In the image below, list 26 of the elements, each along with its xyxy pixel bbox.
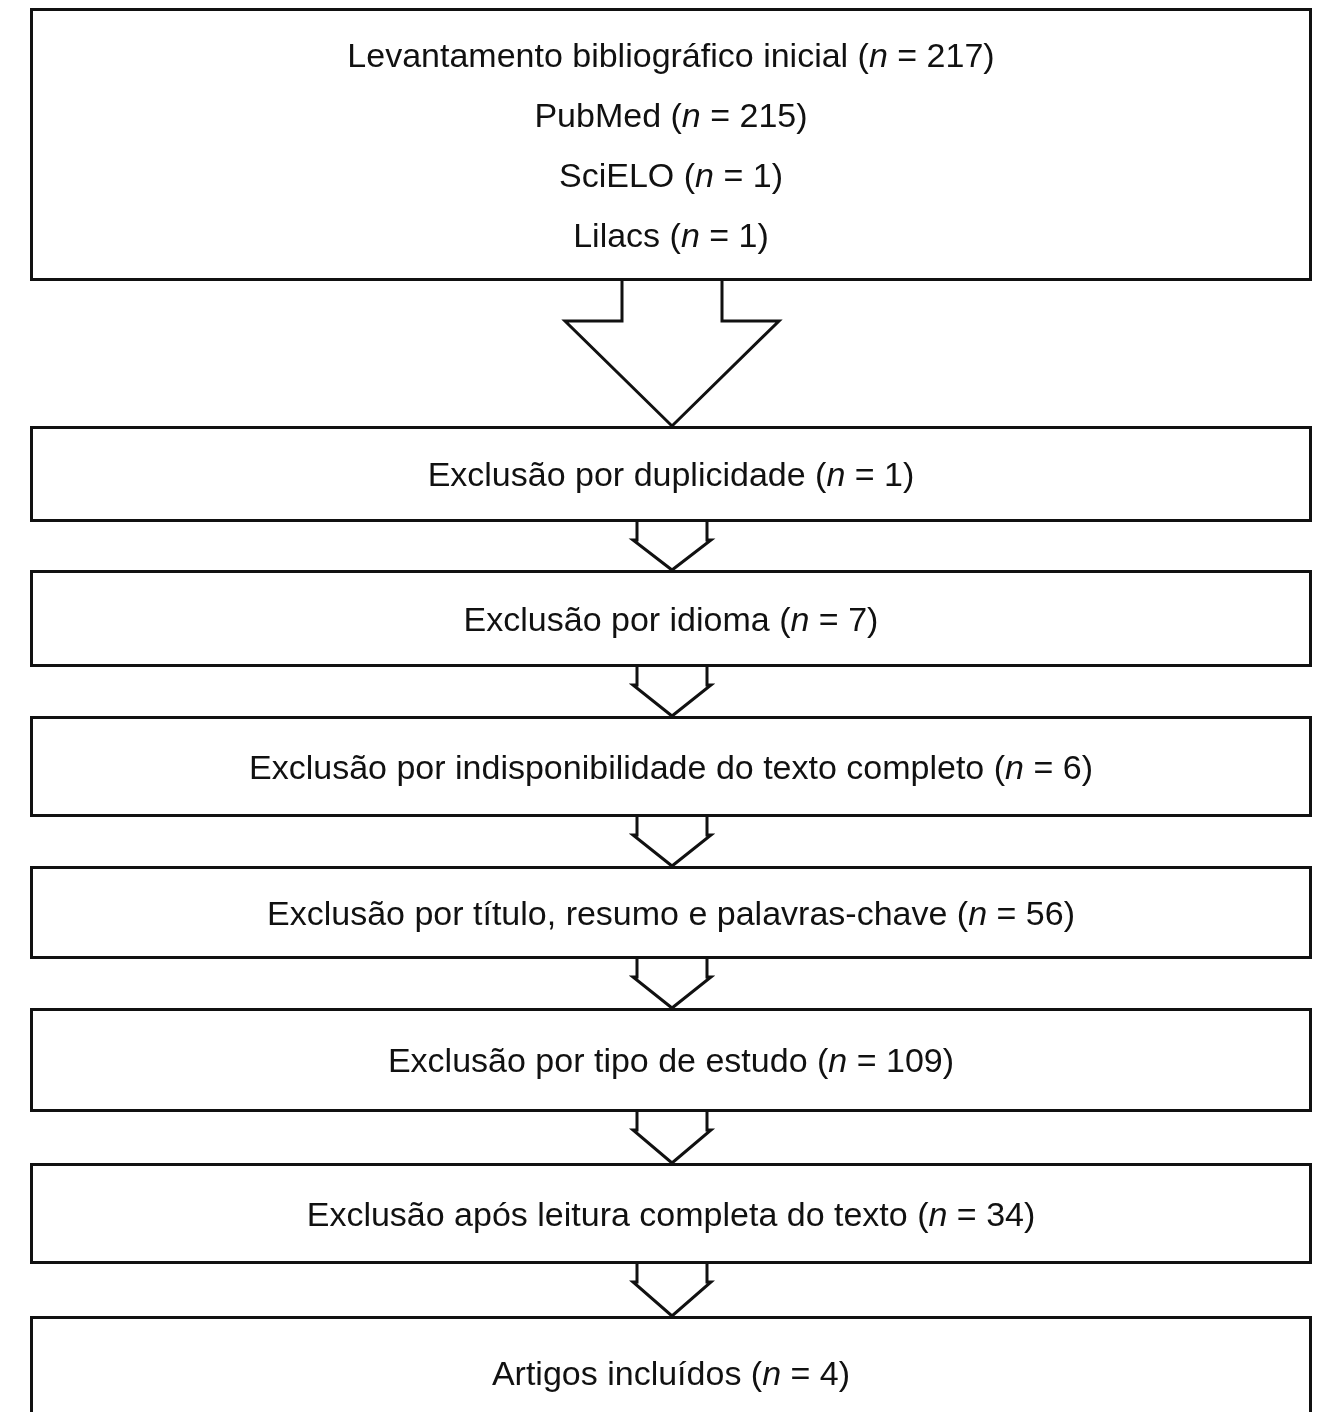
process-box bbox=[30, 570, 1312, 667]
block-arrow bbox=[628, 957, 716, 1010]
block-arrow bbox=[629, 1262, 715, 1318]
block-arrow bbox=[628, 665, 716, 718]
box-text: SciELO (n = 1) bbox=[559, 154, 783, 196]
process-box bbox=[30, 1163, 1312, 1264]
block-arrow bbox=[628, 1110, 716, 1165]
block-arrow bbox=[561, 279, 783, 429]
process-box bbox=[30, 716, 1312, 817]
block-arrow bbox=[628, 815, 716, 868]
process-box bbox=[30, 426, 1312, 522]
box-text: Exclusão por duplicidade (n = 1) bbox=[427, 454, 915, 495]
box-text: Exclusão por título, resumo e palavras-chave (n = 56) bbox=[267, 892, 1075, 934]
box-text: Artigos incluídos (n = 4) bbox=[491, 1352, 851, 1394]
block-arrow bbox=[628, 520, 716, 572]
box-text: Lilacs (n = 1) bbox=[573, 214, 769, 256]
box-text: PubMed (n = 215) bbox=[534, 94, 808, 136]
box-text: Exclusão por idioma (n = 7) bbox=[463, 598, 879, 640]
process-box bbox=[30, 1008, 1312, 1112]
process-box bbox=[30, 8, 1312, 281]
process-box bbox=[30, 866, 1312, 959]
box-text: Levantamento bibliográfico inicial (n = 217) bbox=[347, 34, 995, 76]
process-box bbox=[30, 1316, 1312, 1412]
box-text: Exclusão após leitura completa do texto (n = 34) bbox=[306, 1193, 1036, 1235]
box-text: Exclusão por tipo de estudo (n = 109) bbox=[387, 1040, 955, 1081]
box-text: Exclusão por indisponibilidade do texto completo (n = 6) bbox=[249, 746, 1093, 788]
